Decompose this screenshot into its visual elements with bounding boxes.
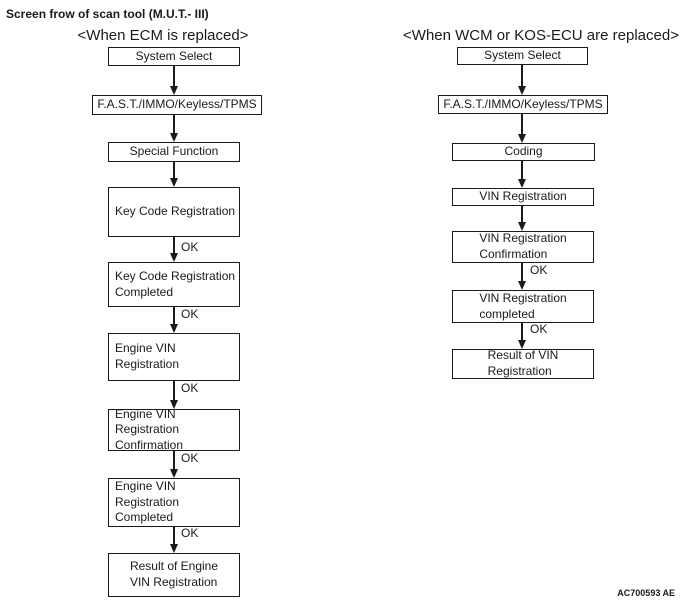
ok-label: OK — [181, 307, 199, 321]
ok-label: OK — [181, 381, 199, 395]
arrow-down-icon — [169, 451, 178, 478]
node-label: Engine VIN Registration Completed — [115, 479, 180, 525]
flow-node-engine-vin-registration-completed: Engine VIN Registration Completed — [108, 478, 240, 527]
node-label: VIN Registration Confirmation — [479, 231, 567, 261]
arrow-down-icon — [169, 237, 178, 262]
ecm-column-header: <When ECM is replaced> — [77, 27, 249, 44]
flow-node-engine-vin-registration-confirmation: Engine VIN Registration Confirmation — [108, 406, 240, 452]
flow-node-engine-vin-registration: Engine VIN Registration — [108, 333, 240, 381]
ok-label: OK — [181, 451, 199, 465]
wcm-column-header: <When WCM or KOS-ECU are replaced> — [403, 27, 679, 44]
ok-label: OK — [530, 263, 548, 277]
arrow-down-icon — [517, 323, 526, 349]
arrow-down-icon — [517, 65, 526, 95]
arrow-down-icon — [517, 161, 526, 188]
node-label: Key Code Registration — [115, 204, 236, 219]
flow-node-fast-immo-ecm: F.A.S.T./IMMO/Keyless/TPMS — [92, 95, 262, 115]
flow-node-vin-registration-completed: VIN Registration completed — [452, 290, 594, 323]
node-label: VIN Registration completed — [479, 290, 567, 321]
page-title: Screen frow of scan tool (M.U.T.- III) — [6, 7, 209, 21]
ok-label: OK — [181, 240, 199, 254]
node-label: Key Code Registration Completed — [115, 268, 236, 299]
ok-label: OK — [181, 526, 199, 540]
flow-node-fast-immo-wcm: F.A.S.T./IMMO/Keyless/TPMS — [438, 95, 608, 114]
node-label: System Select — [484, 48, 561, 63]
arrow-down-icon — [517, 206, 526, 231]
arrow-down-icon — [169, 307, 178, 333]
node-label: Engine VIN Registration Confirmation — [115, 406, 184, 452]
flow-node-system-select-wcm: System Select — [457, 47, 588, 65]
flow-node-result-vin-registration: Result of VIN Registration — [452, 348, 594, 379]
node-label: Result of VIN Registration — [487, 348, 559, 378]
node-label: Special Function — [129, 144, 219, 159]
flow-node-system-select-ecm: System Select — [108, 47, 240, 66]
arrow-down-icon — [169, 381, 178, 409]
arrow-down-icon — [169, 527, 178, 553]
flow-node-key-code-registration: Key Code Registration — [108, 187, 240, 237]
arrow-down-icon — [169, 66, 178, 95]
arrow-down-icon — [517, 114, 526, 143]
arrow-down-icon — [169, 162, 178, 187]
flow-node-vin-registration: VIN Registration — [452, 188, 594, 206]
node-label: VIN Registration — [479, 189, 567, 204]
node-label: System Select — [135, 48, 213, 63]
node-label: Coding — [504, 144, 543, 159]
flow-node-result-engine-vin-registration: Result of Engine VIN Registration — [108, 553, 240, 597]
node-label: F.A.S.T./IMMO/Keyless/TPMS — [97, 97, 257, 112]
node-label: Engine VIN Registration — [115, 341, 180, 371]
ok-label: OK — [530, 322, 548, 336]
flow-node-special-function: Special Function — [108, 142, 240, 162]
node-label: Result of Engine VIN Registration — [129, 559, 219, 589]
arrow-down-icon — [169, 115, 178, 142]
flow-node-coding: Coding — [452, 143, 595, 161]
flow-node-vin-registration-confirmation: VIN Registration Confirmation — [452, 231, 594, 263]
node-label: F.A.S.T./IMMO/Keyless/TPMS — [443, 96, 603, 111]
arrow-down-icon — [517, 263, 526, 290]
flow-node-key-code-registration-completed: Key Code Registration Completed — [108, 262, 240, 307]
doc-code: AC700593 AE — [617, 588, 675, 598]
